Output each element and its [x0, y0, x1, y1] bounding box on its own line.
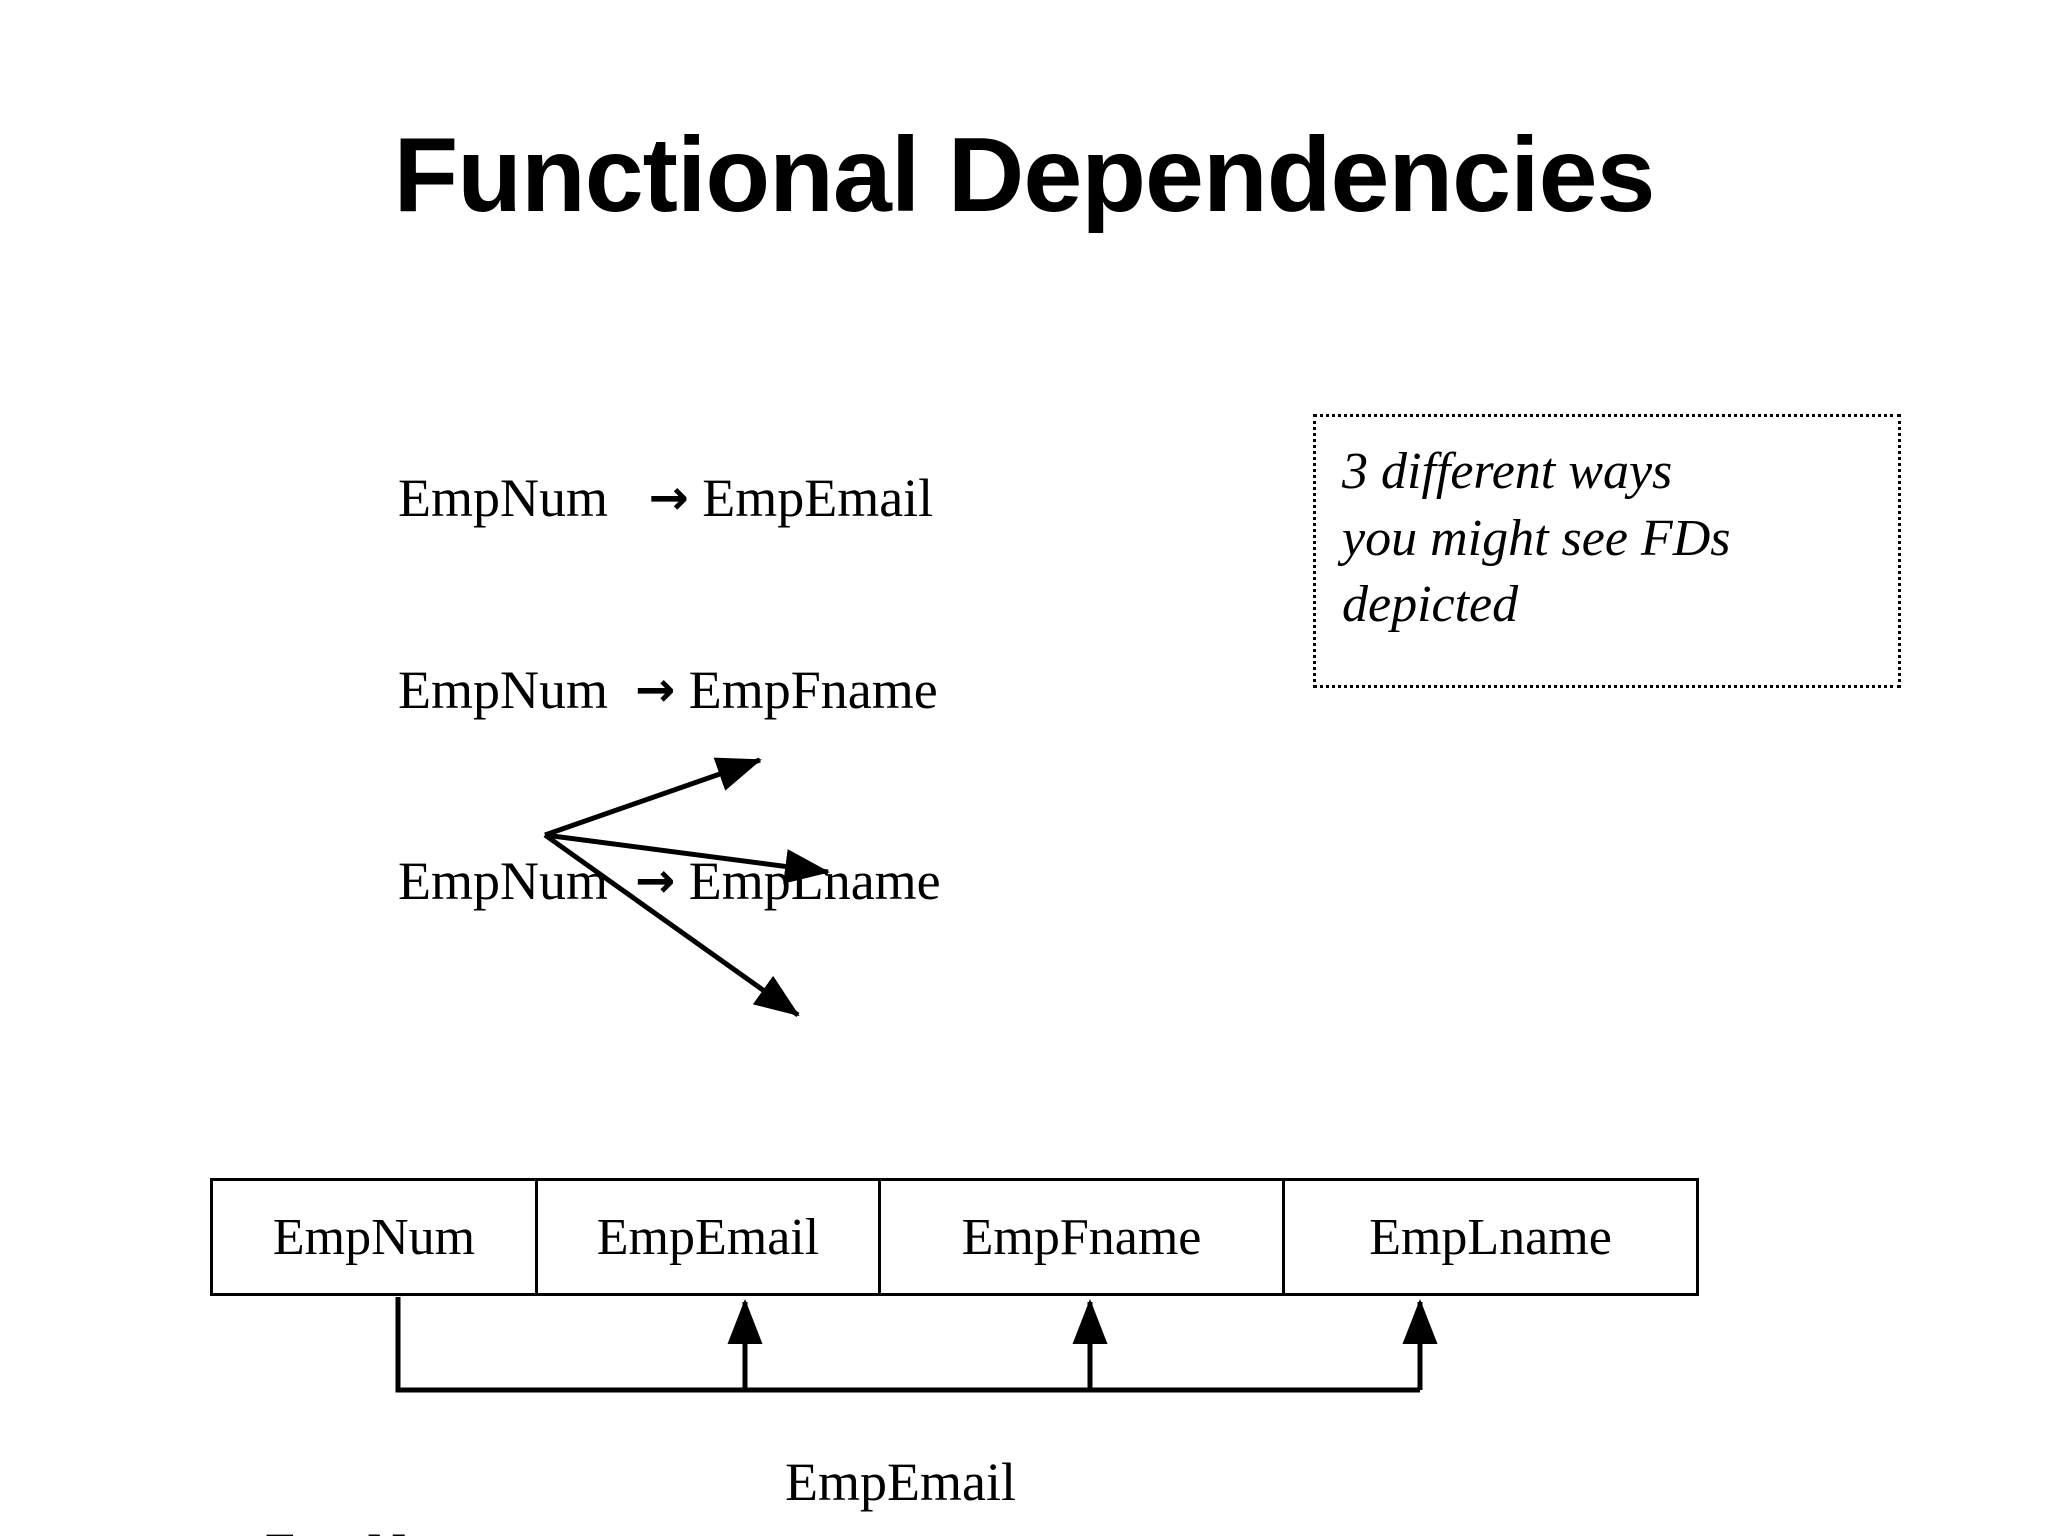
page-title: Functional Dependencies	[393, 116, 1655, 234]
relation-table: EmpNum EmpEmail EmpFname EmpLname	[210, 1178, 1699, 1296]
fan-arrow-0	[544, 757, 762, 838]
fd-dependent: EmpFname	[688, 659, 938, 720]
fd-determinant: EmpNum	[398, 659, 608, 720]
table-column-header: EmpFname	[881, 1181, 1285, 1293]
fan-target-label: EmpEmail	[785, 1452, 1016, 1512]
fan-arrow-2	[543, 832, 800, 1018]
callout-line-3: depicted	[1342, 576, 1519, 634]
fan-arrow-diagram: EmpNum EmpEmail EmpEmail EmpEmail	[0, 720, 2048, 1536]
fan-arrow-1	[544, 832, 830, 884]
fd-equation-row: EmpNum → EmpFname	[398, 659, 941, 723]
table-column-header: EmpNum	[213, 1181, 538, 1293]
callout-line-1: 3 different ways	[1342, 443, 1673, 500]
table-column-header: EmpLname	[1369, 1208, 1612, 1266]
fd-equation-list: EmpNum → EmpEmail EmpNum → EmpFname EmpN…	[398, 340, 941, 1041]
right-arrow-icon: →	[648, 470, 689, 527]
fd-determinant: EmpNum	[398, 850, 608, 911]
right-arrow-icon: →	[635, 852, 676, 909]
callout-box: 3 different ways you might see FDs depic…	[1313, 414, 1901, 688]
fan-arrows-svg	[543, 757, 830, 1018]
fd-equation-row: EmpNum → EmpEmail	[398, 467, 941, 531]
fd-determinant: EmpNum	[398, 468, 608, 529]
fd-dependent: EmpEmail	[702, 468, 934, 529]
callout-line-2: you might see FDs	[1342, 509, 1731, 567]
right-arrow-icon: →	[635, 661, 676, 718]
connector-bus-line	[395, 1297, 1420, 1393]
fan-source-label: EmpNum	[265, 1525, 475, 1536]
table-column-header: EmpEmail	[538, 1181, 881, 1293]
callout-text: 3 different ways you might see FDs depic…	[1342, 439, 1882, 639]
